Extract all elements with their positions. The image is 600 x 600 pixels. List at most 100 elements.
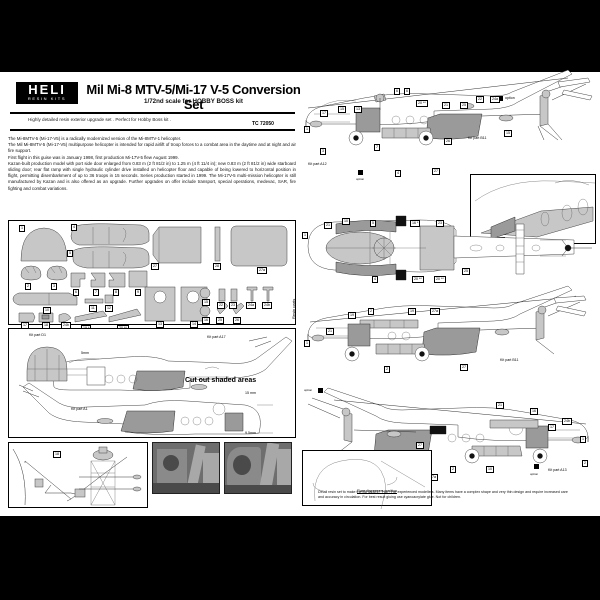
- flare-note: Flare dispensers position: [357, 489, 397, 493]
- pv-callout-20: 20 **: [412, 276, 424, 283]
- gear-detail-panel: 18: [8, 442, 148, 508]
- desc-line-4: Kazan-built production model with port s…: [8, 160, 296, 191]
- sv3-callout-27: 27: [416, 442, 424, 449]
- side-view-art: [305, 69, 593, 146]
- part-label-11: 11: [89, 305, 97, 312]
- part-label-6: 6: [73, 289, 79, 296]
- part-label-5: 5: [67, 250, 73, 257]
- part-label-2: 2: [25, 283, 31, 290]
- sv-callout-21: 17: [320, 110, 328, 117]
- option-marker-1: [498, 96, 503, 101]
- pv-callout-21: 21: [324, 222, 332, 229]
- kit-part-a1-label: Kit part A1: [71, 407, 88, 411]
- part-label-24b: 24b: [262, 302, 272, 309]
- cutout-art: [18, 336, 293, 435]
- header-rule-top: [10, 112, 295, 114]
- tagline: Highly detailed resin exterior upgrade s…: [28, 117, 171, 122]
- pv-callout-5: 5: [370, 220, 376, 227]
- part-label-25b: 25: [216, 317, 224, 324]
- sv3-callout-19: 21: [496, 402, 504, 409]
- sv-callout-20: 20 **: [416, 100, 428, 107]
- page-subtitle: 1/72nd scale for HOBBY BOSS kit: [144, 98, 243, 105]
- logo-subtext: RESIN KITS: [27, 96, 67, 101]
- pv-callout-1: 1: [302, 232, 308, 239]
- sv2-callout-13: 21: [326, 328, 334, 335]
- option-marker-3: [534, 464, 539, 469]
- resin-parts-panel: 1 2 3 4 5 6 7 8 9 10 11 12 13 14 15 16 1…: [8, 220, 296, 332]
- part-label-3: 3: [51, 283, 57, 290]
- kit-part-a17-label: Kit part A17: [207, 335, 226, 339]
- pv-callout-10: 10: [342, 218, 350, 225]
- sv2-callout-27a: 27a: [430, 308, 440, 315]
- heli-logo: HELI RESIN KITS: [16, 82, 78, 104]
- dim-label-1: 5mm: [81, 351, 89, 355]
- sv2-callout-26: 27: [460, 364, 468, 371]
- footer-note: Detail resin set to make the Mil Mi-8/17…: [318, 490, 568, 499]
- sv2-callout-15: 19: [348, 312, 356, 319]
- sv3-callout-2: 2: [582, 460, 588, 467]
- canopy-inset-art: [26, 346, 68, 382]
- side-view-2-art: [307, 285, 587, 362]
- plan-view-art: [307, 215, 592, 281]
- option-note-1: option: [505, 96, 515, 100]
- part-label-16: 16: [202, 317, 210, 324]
- side-view-panel: 1 3 17 15 13 7 6 6 4 20 ** 21 25 22 26 2…: [300, 69, 596, 181]
- sv-callout-15: 15: [338, 106, 346, 113]
- sv-callout-27a: 27: [432, 168, 440, 175]
- sv3-callout-14: 16: [530, 408, 538, 415]
- kit-part-b11-label-2: Kit part B11: [500, 358, 519, 362]
- part-label-12: 12: [105, 305, 113, 312]
- reference-photo-left: [152, 442, 220, 494]
- pv-callout-27: 23: [436, 220, 444, 227]
- part-label-15: 15: [202, 299, 210, 306]
- sv-callout-4: 4: [395, 170, 401, 177]
- sv2-callout-12: 19: [408, 308, 416, 315]
- side-view-2-panel: 1 21 19 2 19 27a 2 27 Kit part B11: [300, 285, 596, 386]
- sv2-callout-1: 1: [304, 340, 310, 347]
- option-note-4: option: [304, 388, 313, 392]
- sv-callout-3: 3: [320, 148, 326, 155]
- kit-part-d1-label: Kit part D1: [29, 333, 46, 337]
- part-label-13: 13: [156, 321, 164, 328]
- option-marker-2: [358, 170, 363, 175]
- sv-callout-17: 15: [504, 130, 512, 137]
- kit-part-a12-label: Kit part A12: [308, 162, 327, 166]
- gear-callout-18: 18: [53, 451, 61, 458]
- kit-part-b11-label: Kit part B11: [468, 136, 487, 140]
- sv3-callout-5: 2: [450, 466, 456, 473]
- sv-callout-22: 22: [476, 96, 484, 103]
- sv-callout-7: 6: [404, 88, 410, 95]
- side-view-3-panel: 1 2 24b 17 16 21 10 2 27 27a 19 Kit part…: [300, 384, 596, 484]
- pv-callout-23: 20 **: [434, 276, 446, 283]
- part-label-9: 9: [135, 289, 141, 296]
- desc-line-3: First flight in this guise was in Januar…: [8, 154, 179, 160]
- pv-callout-26: 25: [462, 268, 470, 275]
- option-note-2: option: [356, 177, 365, 181]
- sv3-callout-21: 24b: [562, 418, 572, 425]
- plan-view-panel: 1 21 10 5 16 * 23 4 20 ** 20 ** 25: [300, 210, 596, 290]
- resin-parts-art: [12, 223, 288, 323]
- cut-out-note: Cut out shaded areas: [185, 377, 257, 384]
- dim-label-2: 15 mm: [245, 391, 256, 395]
- sv-callout-6: 6: [394, 88, 400, 95]
- part-label-1: 1: [19, 225, 25, 232]
- sv-callout-26: 25: [460, 102, 468, 109]
- logo-dot-icon: [71, 84, 75, 88]
- sv2-callout-5: 2: [384, 366, 390, 373]
- cutout-diagram-panel: Cut out shaded areas Kit part D1 Kit par…: [8, 328, 296, 438]
- part-label-26: 26: [233, 317, 241, 324]
- instruction-sheet: HELI RESIN KITS Mil Mi-8 MTV-5/Mi-17 V-5…: [0, 69, 600, 516]
- sv2-callout-4: 2: [368, 308, 374, 315]
- option-marker-4: [318, 388, 323, 393]
- sv3-callout-1: 1: [580, 436, 586, 443]
- sv3-callout-16: 17: [548, 424, 556, 431]
- part-label-10: 10: [43, 307, 51, 314]
- sv-callout-11: 7: [374, 144, 380, 151]
- part-label-27: 27: [151, 263, 159, 270]
- part-label-14: 14: [190, 321, 198, 328]
- sv-callout-25: 21: [442, 102, 450, 109]
- part-label-27a: 27a: [257, 267, 267, 274]
- part-label-24a: 24a: [246, 302, 256, 309]
- flare-dispenser-panel: Flare dispensers position: [302, 450, 432, 510]
- gear-detail-art: [12, 446, 142, 506]
